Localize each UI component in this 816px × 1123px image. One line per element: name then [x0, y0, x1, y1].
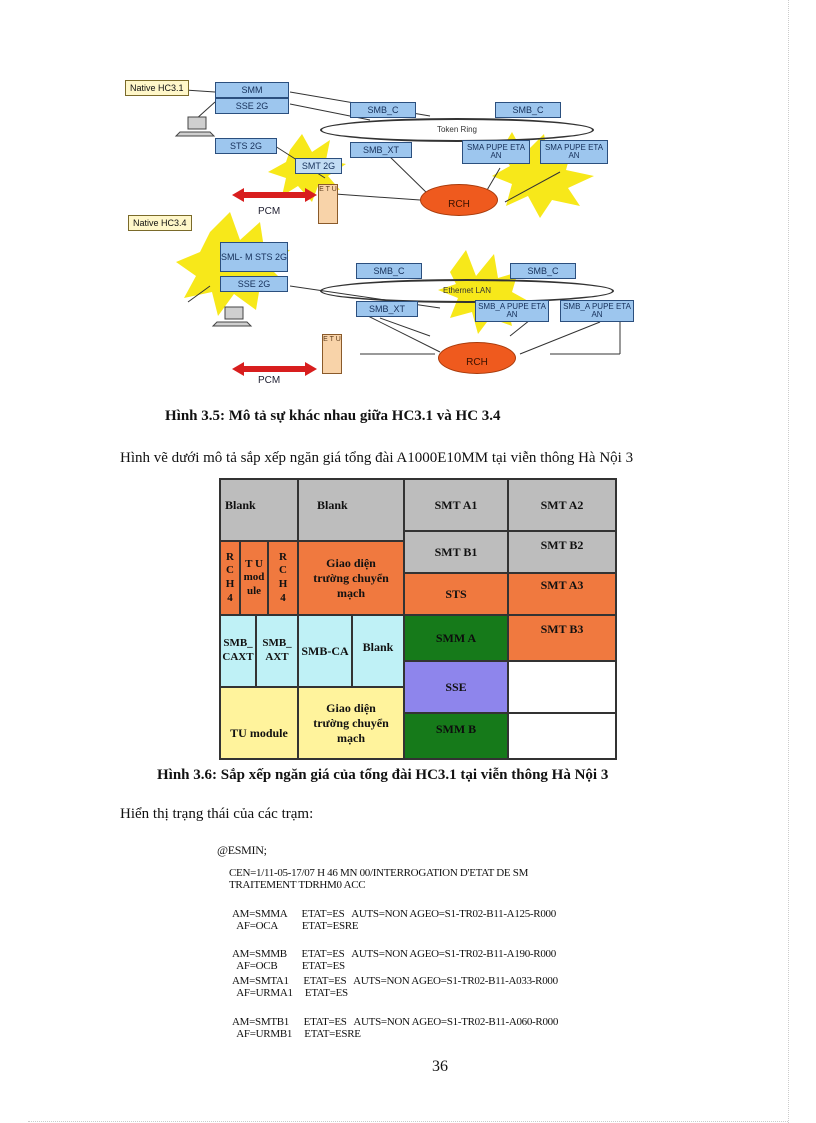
- rack-smb-caxt: SMB_ CAXT: [220, 615, 256, 687]
- smt2g-box: SMT 2G: [295, 158, 342, 174]
- native-hc34-label: Native HC3.4: [128, 215, 192, 231]
- terminal-line: AM=SMMB ETAT=ES AUTS=NON AGEO=S1-TR02-B1…: [232, 948, 556, 960]
- smbxt-bottom: SMB_XT: [356, 301, 418, 317]
- rack-smt-b3: SMT B3: [508, 615, 616, 661]
- rch-top: RCH: [420, 184, 498, 216]
- figure-hc31-vs-hc34: Native HC3.1 Native HC3.4 SMM SSE 2G STS…: [120, 72, 660, 392]
- smbxt-top: SMB_XT: [350, 142, 412, 158]
- sma-top-2: SMA PUPE ETA AN: [540, 140, 608, 164]
- rack-smt-a2: SMT A2: [508, 479, 616, 531]
- terminal-line: TRAITEMENT TDRHM0 ACC: [229, 879, 366, 891]
- sse2g-box-top: SSE 2G: [215, 98, 289, 114]
- smbc-top-right: SMB_C: [495, 102, 561, 118]
- rack-empty-1: [508, 661, 616, 713]
- rack-smt-b2: SMT B2: [508, 531, 616, 573]
- rch-bottom: RCH: [438, 342, 516, 374]
- terminal-line: AM=SMMA ETAT=ES AUTS=NON AGEO=S1-TR02-B1…: [232, 908, 556, 920]
- rack-smm-b: SMM B: [404, 713, 508, 759]
- smm-box: SMM: [215, 82, 289, 98]
- smbc-bot-left: SMB_C: [356, 263, 422, 279]
- rack-tu-module: TU module: [220, 687, 298, 759]
- pcm-bottom-label: PCM: [258, 375, 281, 386]
- right-border: [788, 0, 789, 1123]
- figure-36-intro: Hình vẽ dưới mô tả sắp xếp ngăn giá tổng…: [120, 450, 634, 466]
- rack-giao-dien-2: Giao diện trường chuyển mạch: [298, 687, 404, 759]
- ethernet-lan: Ethernet LAN: [320, 279, 614, 303]
- terminal-line: AF=URMA1 ETAT=ES: [232, 987, 348, 999]
- etu-top: E T U: [318, 184, 338, 224]
- etu-bottom: E T U: [322, 334, 342, 374]
- sma-top-1: SMA PUPE ETA AN: [462, 140, 530, 164]
- rack-tu-module-small: T U mod ule: [240, 541, 268, 615]
- sse2g-box-bottom: SSE 2G: [220, 276, 288, 292]
- terminal-line: AF=OCB ETAT=ES: [232, 960, 345, 972]
- rack-smm-a: SMM A: [404, 615, 508, 661]
- sma-bot-1: SMB_A PUPE ETA AN: [475, 300, 549, 322]
- rack-sse: SSE: [404, 661, 508, 713]
- pcm-top-label: PCM: [258, 206, 281, 217]
- sml-sts-box: SML- M STS 2G: [220, 242, 288, 272]
- page-number: 36: [432, 1058, 448, 1075]
- figure-36-caption: Hình 3.6: Sắp xếp ngăn giá của tổng đài …: [157, 767, 609, 783]
- rack-blank-2: Blank: [298, 479, 404, 541]
- rack-rch4-b: R C H 4: [268, 541, 298, 615]
- rack-layout: Blank Blank SMT A1 SMT A2 SMT B1 SMT B2 …: [219, 478, 617, 760]
- terminal-line: AM=SMTA1 ETAT=ES AUTS=NON AGEO=S1-TR02-B…: [232, 975, 558, 987]
- rack-smb-ca: SMB-CA: [298, 615, 352, 687]
- rack-blank-1: Blank: [220, 479, 298, 541]
- rack-smt-b1: SMT B1: [404, 531, 508, 573]
- native-hc31-label: Native HC3.1: [125, 80, 189, 96]
- smbc-top-left: SMB_C: [350, 102, 416, 118]
- rack-smt-a3: SMT A3: [508, 573, 616, 615]
- terminal-line: AM=SMTB1 ETAT=ES AUTS=NON AGEO=S1-TR02-B…: [232, 1016, 559, 1028]
- terminal-line: AF=OCA ETAT=ESRE: [232, 920, 359, 932]
- smbc-bot-right: SMB_C: [510, 263, 576, 279]
- rack-empty-2: [508, 713, 616, 759]
- rack-smt-a1: SMT A1: [404, 479, 508, 531]
- rack-sts: STS: [404, 573, 508, 615]
- rack-giao-dien-1: Giao diện trường chuyển mạch: [298, 541, 404, 615]
- rack-smb-axt: SMB_ AXT: [256, 615, 298, 687]
- status-heading: Hiển thị trạng thái của các trạm:: [120, 806, 314, 822]
- rack-rch4-a: R C H 4: [220, 541, 240, 615]
- sma-bot-2: SMB_A PUPE ETA AN: [560, 300, 634, 322]
- terminal-line: CEN=1/11-05-17/07 H 46 MN 00/INTERROGATI…: [229, 867, 529, 879]
- sts2g-box-top: STS 2G: [215, 138, 277, 154]
- figure-35-caption: Hình 3.5: Mô tả sự khác nhau giữa HC3.1 …: [165, 408, 501, 424]
- token-ring: Token Ring: [320, 118, 594, 142]
- terminal-line: AF=URMB1 ETAT=ESRE: [232, 1028, 361, 1040]
- bottom-border: [28, 1121, 788, 1122]
- rack-blank-3: Blank: [352, 615, 404, 687]
- terminal-command: @ESMIN;: [217, 843, 267, 857]
